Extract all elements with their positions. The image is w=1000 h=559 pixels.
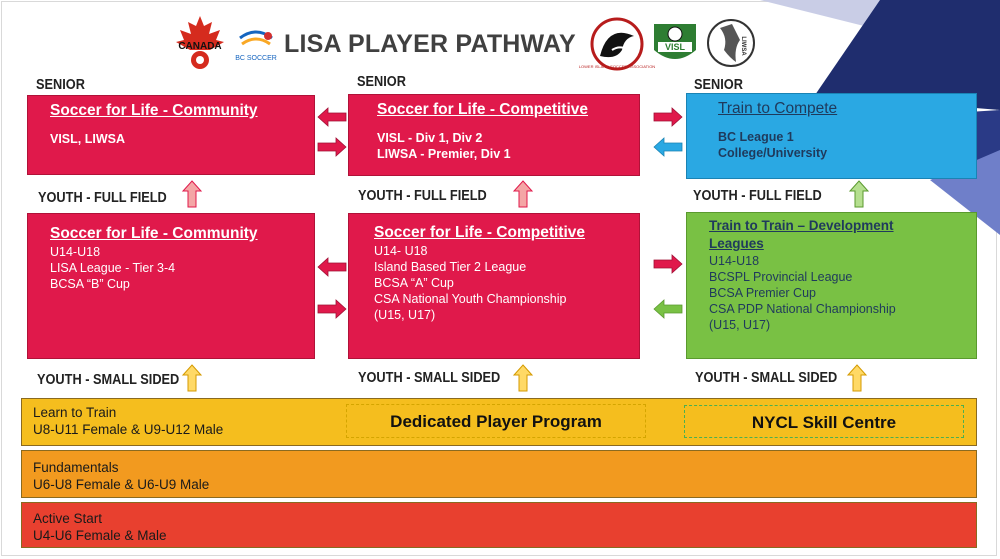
youth-community-box: Soccer for Life - Community U14-U18 LISA… [27,213,315,359]
box-line: (U15, U17) [374,308,436,322]
box-title: Leagues [709,236,764,251]
box-title: Soccer for Life - Competitive [374,224,586,241]
box-title: Train to Train – Development [709,218,894,233]
box-line: U14-U18 [50,245,101,259]
arrow-up-icon [846,364,868,392]
arrow-up-icon [181,180,203,208]
band-title: Learn to Train [33,405,117,420]
box-title: Soccer for Life - Community [50,102,258,119]
svg-text:BC SOCCER: BC SOCCER [235,55,277,62]
box-line: BCSPL Provincial League [709,270,853,284]
nycl-skill-centre-label: NYCL Skill Centre [684,405,964,438]
youth-competitive-box: Soccer for Life - Competitive U14- U18 I… [348,213,640,359]
arrow-left-icon [317,257,347,277]
arrow-right-icon [653,254,683,274]
box-line: (U15, U17) [709,318,771,332]
bc-soccer-logo: BC SOCCER [235,30,277,62]
fundamentals-band: Fundamentals U6-U8 Female & U6-U9 Male [21,450,977,498]
visl-logo: VISL [654,24,696,59]
tier-label-youth-small-sided: YOUTH - SMALL SIDED [358,370,501,386]
youth-development-box: Train to Train – Development Leagues U14… [686,212,977,359]
liwsa-logo: LIWSA [707,19,755,67]
box-line: CSA National Youth Championship [374,292,567,306]
arrow-right-icon [653,107,683,127]
arrow-right-icon [317,299,347,319]
tier-label-youth-full-field: YOUTH - FULL FIELD [38,190,167,206]
tier-label-senior: SENIOR [36,77,85,93]
box-line: Island Based Tier 2 League [374,260,527,274]
box-line: U14- U18 [374,244,428,258]
box-line: BCSA “A” Cup [374,276,454,290]
svg-text:VISL: VISL [665,42,686,52]
box-line: U14-U18 [709,254,760,268]
band-title: Active Start [33,511,103,526]
arrow-left-icon [653,299,683,319]
box-line: LIWSA - Premier, Div 1 [377,147,511,161]
active-start-band: Active Start U4-U6 Female & Male [21,502,977,548]
box-line: VISL - Div 1, Div 2 [377,131,483,145]
dedicated-player-program-label: Dedicated Player Program [346,404,646,438]
box-line: BCSA “B” Cup [50,277,130,291]
svg-text:LIWSA: LIWSA [740,36,746,56]
tier-label-senior: SENIOR [357,74,406,90]
arrow-up-icon [512,364,534,392]
band-subtitle: U4-U6 Female & Male [33,528,167,543]
box-title: Train to Compete [718,100,838,117]
box-line: LISA League - Tier 3-4 [50,261,176,275]
arrow-right-icon [317,137,347,157]
arrow-left-icon [653,137,683,157]
box-title: Soccer for Life - Community [50,225,258,242]
band-subtitle: U6-U8 Female & U6-U9 Male [33,477,210,492]
arrow-left-icon [317,107,347,127]
band-title: Fundamentals [33,460,119,475]
box-line: CSA PDP National Championship [709,302,896,316]
page-title: LISA PLAYER PATHWAY [284,30,576,58]
tier-label-youth-full-field: YOUTH - FULL FIELD [358,188,487,204]
tier-label-youth-full-field: YOUTH - FULL FIELD [693,188,822,204]
arrow-up-icon [848,180,870,208]
tier-label-senior: SENIOR [694,77,743,93]
arrow-up-icon [512,180,534,208]
canada-soccer-logo: CANADA [176,16,224,69]
box-line: College/University [718,146,828,160]
box-title: Soccer for Life - Competitive [377,101,589,118]
senior-train-to-compete-box: Train to Compete BC League 1 College/Uni… [686,93,977,179]
learn-to-train-band: Learn to Train U8-U11 Female & U9-U12 Ma… [21,398,977,446]
box-line: BCSA Premier Cup [709,286,816,300]
band-subtitle: U8-U11 Female & U9-U12 Male [33,422,224,437]
senior-competitive-box: Soccer for Life - Competitive VISL - Div… [348,94,640,176]
senior-community-box: Soccer for Life - Community VISL, LIWSA [27,95,315,175]
tier-label-youth-small-sided: YOUTH - SMALL SIDED [37,372,180,388]
svg-text:CANADA: CANADA [178,41,221,52]
box-line: BC League 1 [718,130,794,144]
tier-label-youth-small-sided: YOUTH - SMALL SIDED [695,370,838,386]
box-line: VISL, LIWSA [50,132,125,146]
arrow-up-icon [181,364,203,392]
svg-text:LOWER ISLAND SOCCER ASSOCIATIO: LOWER ISLAND SOCCER ASSOCIATION [579,64,655,69]
lower-island-soccer-logo: LOWER ISLAND SOCCER ASSOCIATION [579,17,655,71]
